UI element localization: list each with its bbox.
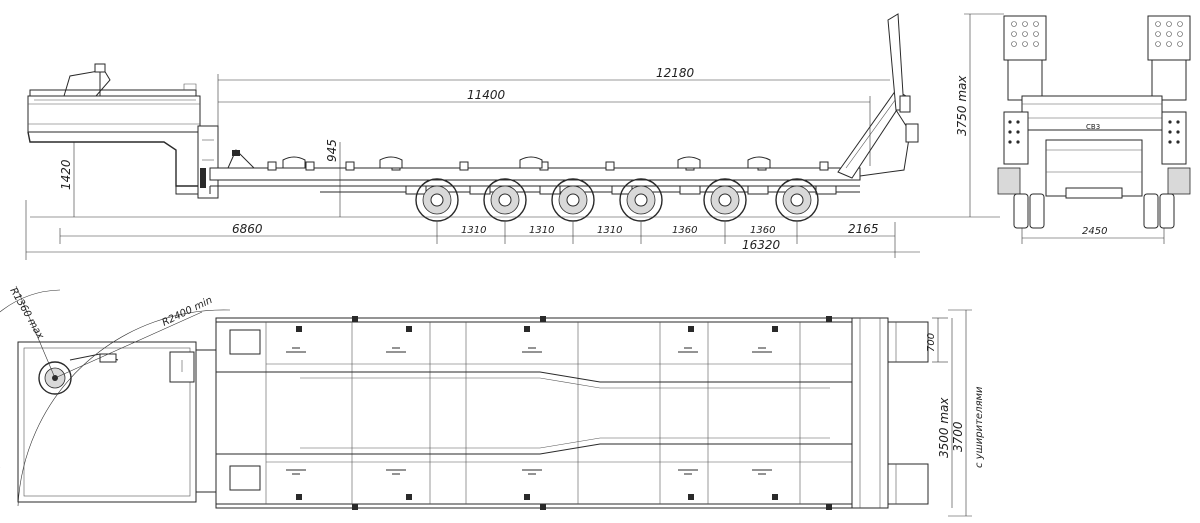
deck-blocks [282,156,771,169]
wheel [775,178,819,222]
dim-axle-spacing-5: 1360 [750,225,775,236]
dim-overall-length: 16320 [742,238,781,252]
gooseneck-platform [27,95,201,133]
rear-wheels [997,167,1191,229]
dim-width-max: 3500 max [937,397,951,458]
dim-width-extended-note: с уширителями [974,386,985,468]
dim-deck-length: 11400 [467,88,506,102]
deck-panels [265,322,852,504]
dim-axle-spacing-2: 1310 [529,225,554,236]
side-dimensions [25,74,920,260]
lashing-rings [286,347,772,475]
rear-view: СВ3 3750 max 2450 [955,13,1191,244]
side-view: 12180 11400 1420 945 6860 1310 1310 1310… [25,13,1000,260]
dim-track-width: 2450 [1082,226,1107,237]
rear-ramp-left [1003,15,1047,101]
dim-front-radius: R1360 max [7,286,45,341]
rear-ramp-top-2 [887,463,929,505]
dim-axle-spacing-3: 1310 [597,225,622,236]
dim-height-max: 3750 max [955,75,969,136]
wheel [483,178,527,222]
wheels-side [415,178,819,222]
gooseneck-neck [27,131,211,187]
rear-ramp-top-1 [887,321,929,363]
dim-swing-radius: R2400 min [160,295,214,329]
crane-arm [63,69,111,97]
rear-plate-text: СВ3 [1086,123,1100,131]
stake-pockets [229,316,832,510]
wheel [619,178,663,222]
dim-axle-spacing-4: 1360 [672,225,697,236]
top-view: R1360 max R2400 min [0,285,985,517]
dim-axle-spacing-1: 1310 [461,225,486,236]
dim-ramp-width: 700 [926,333,937,352]
front-radius-arc [0,289,61,468]
wheel [415,178,459,222]
dim-deck-height: 945 [325,139,339,162]
top-main-deck [215,317,853,509]
wheel [703,178,747,222]
rear-ramp-right [1147,15,1191,101]
dim-rear-overhang: 2165 [848,222,879,236]
central-beams [216,371,852,383]
dim-overall-deck: 12180 [656,66,695,80]
wheel [551,178,595,222]
dim-width-extended: 3700 [951,421,965,452]
dim-front-offset: 6860 [232,222,263,236]
top-gooseneck-deck [17,341,197,503]
dim-gooseneck-height: 1420 [59,159,73,190]
